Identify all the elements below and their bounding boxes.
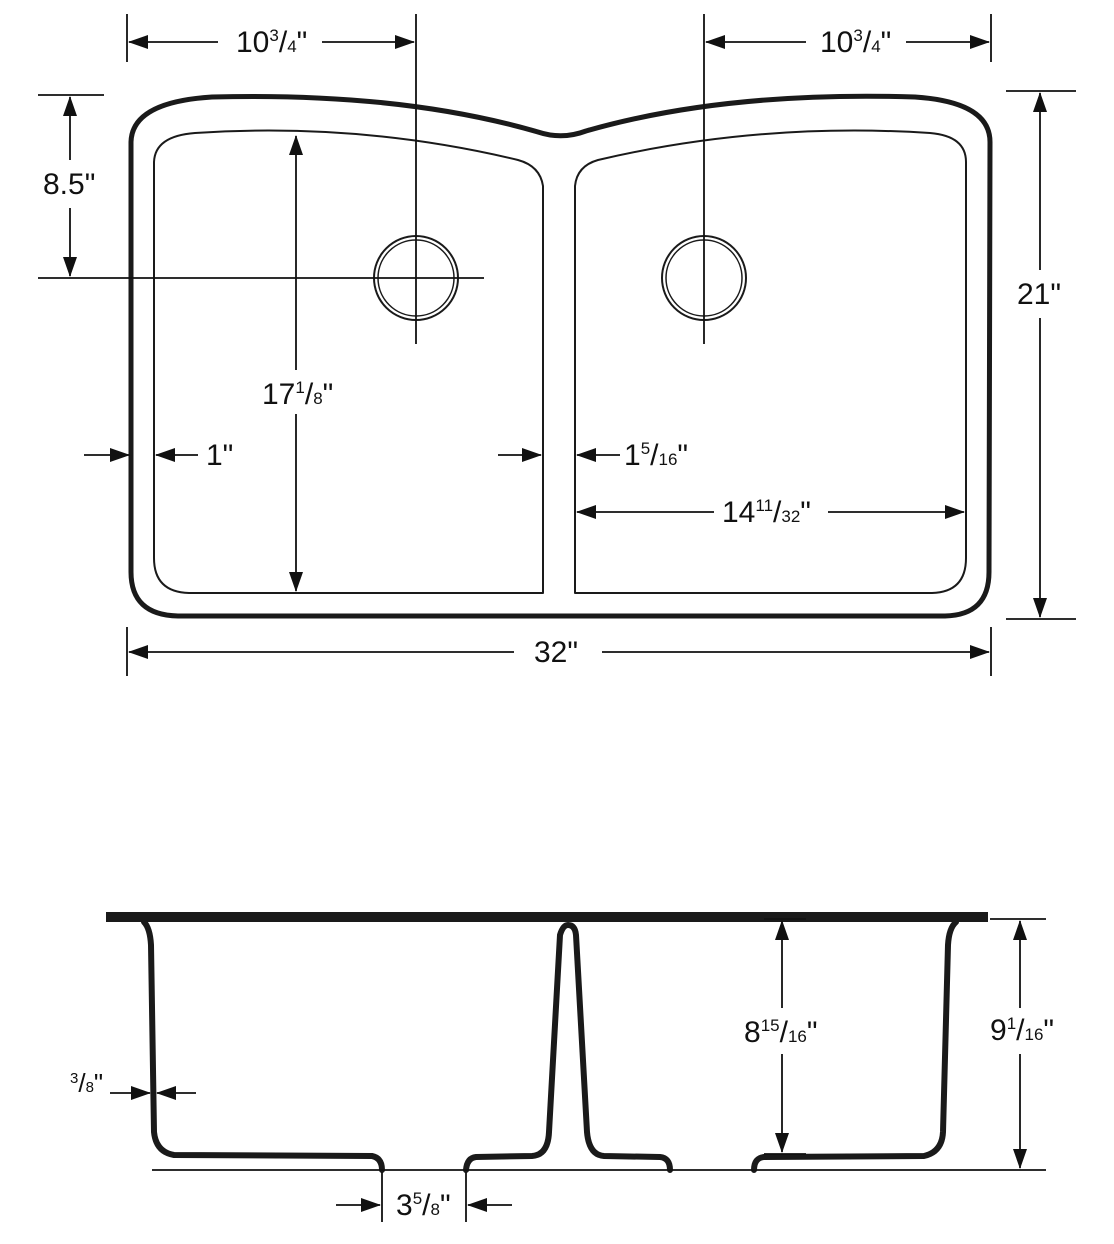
drain-depth-from-top-label: 8.5" bbox=[43, 168, 95, 201]
center-divider-section bbox=[463, 922, 673, 1173]
sink-flange bbox=[106, 912, 988, 922]
overall-height-label: 91/16" bbox=[990, 1014, 1054, 1047]
bowl-depth-label: 815/16" bbox=[744, 1016, 818, 1049]
drain-opening-label: 35/8" bbox=[396, 1189, 451, 1222]
left-bowl-depth-label: 171/8" bbox=[262, 378, 333, 411]
left-bowl-section bbox=[141, 919, 385, 1173]
side-view: 815/16" 91/16" 3/8" 35/8" bbox=[70, 912, 1054, 1222]
sink-outer-rim bbox=[128, 93, 993, 619]
top-view: 103/4" 103/4" 8.5" 171/8" 21" 1" 15/16" … bbox=[38, 14, 1076, 676]
right-bowl-outline bbox=[574, 129, 967, 594]
divider-width-label: 15/16" bbox=[624, 439, 688, 472]
overall-depth-label: 21" bbox=[1017, 278, 1061, 311]
right-bowl-width-label: 1411/32" bbox=[722, 496, 811, 529]
wall-thickness-label: 3/8" bbox=[70, 1068, 103, 1098]
right-bowl-section bbox=[751, 919, 959, 1173]
rim-width-label: 1" bbox=[206, 439, 233, 472]
left-drain-offset-label: 103/4" bbox=[236, 26, 307, 59]
left-bowl-outline bbox=[153, 129, 544, 594]
right-drain-offset-label: 103/4" bbox=[820, 26, 891, 59]
overall-width-label: 32" bbox=[534, 636, 578, 669]
